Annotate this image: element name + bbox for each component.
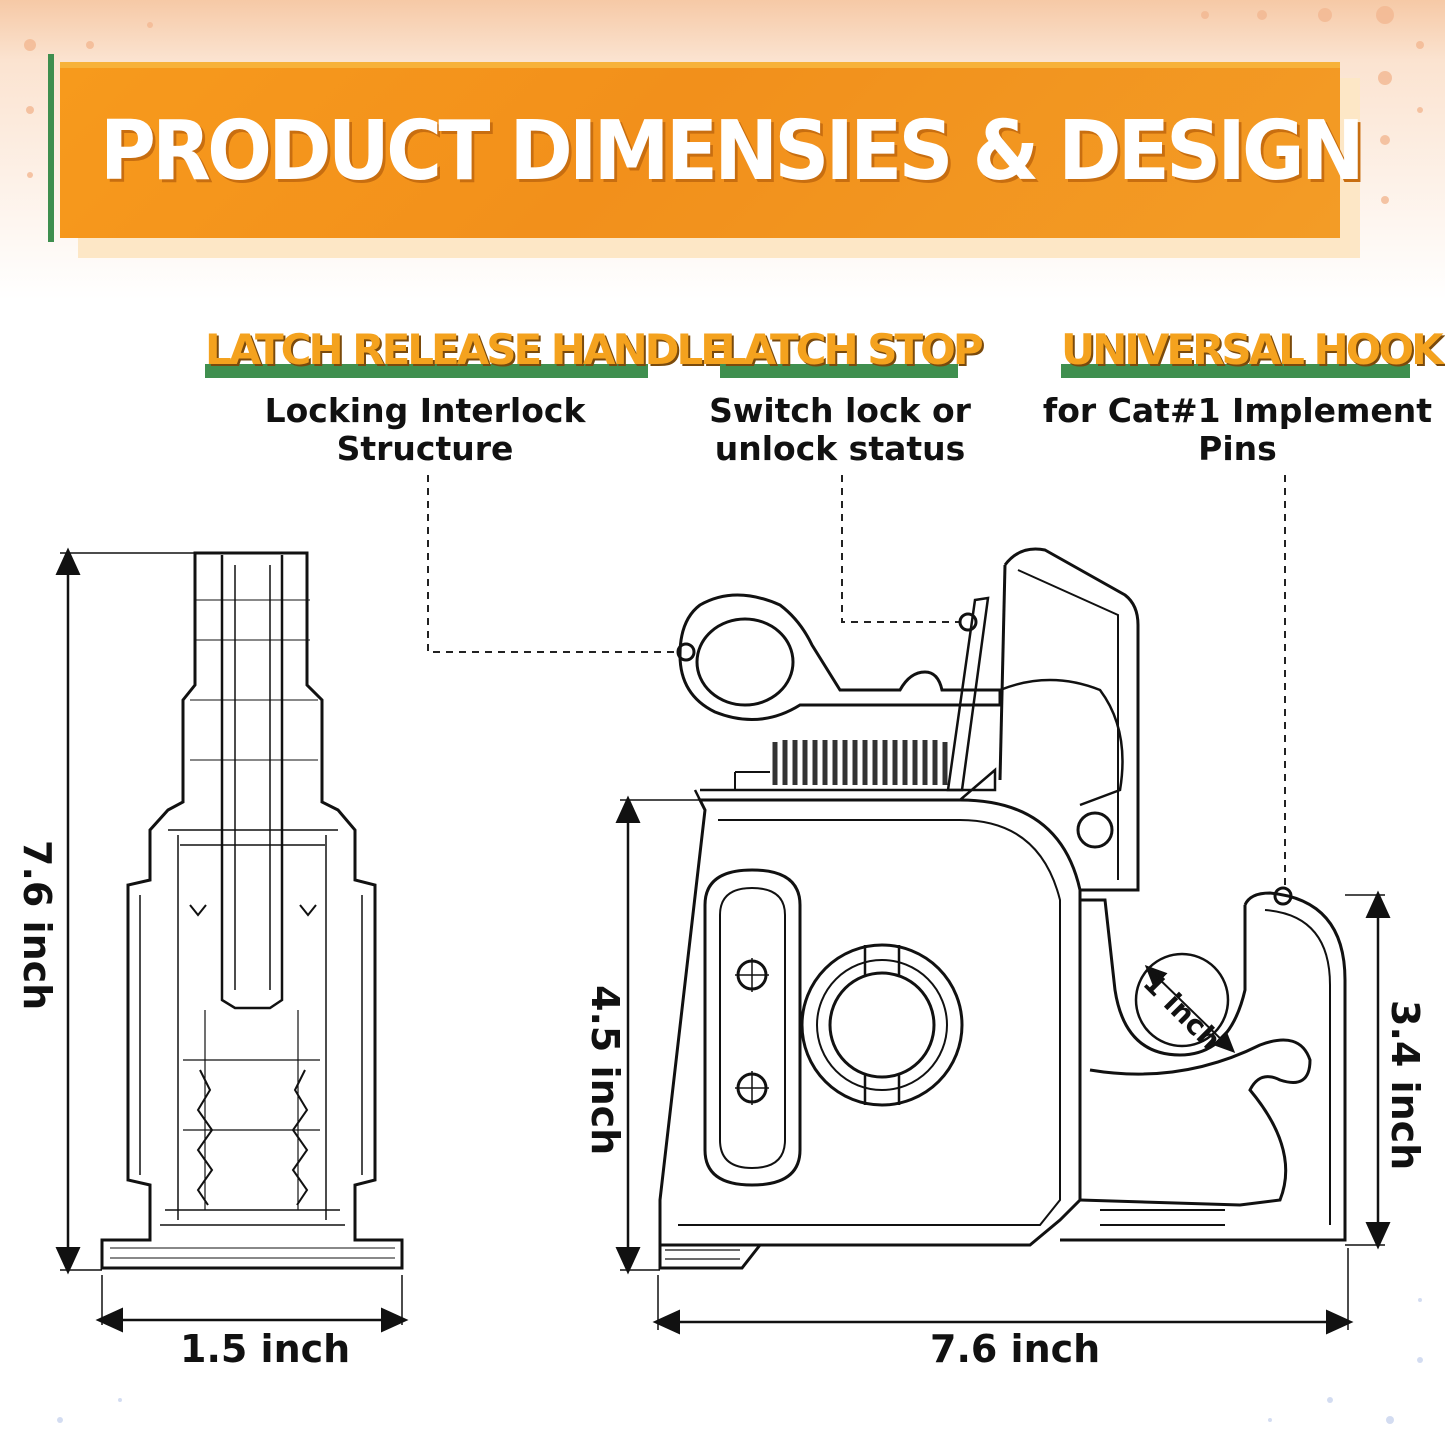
dimension-label-side-width: 1.5 inch [180, 1327, 351, 1371]
callout-dot-handle [676, 642, 696, 662]
dimension-label-front-body-height: 4.5 inch [583, 985, 627, 1156]
side-view-dimensions [55, 547, 409, 1333]
feature-desc-latch-stop: Switch lock or unlock status [709, 391, 971, 468]
leader-lines [427, 475, 1286, 895]
title-banner: PRODUCT DIMENSIES & DESIGN [48, 50, 1365, 260]
feature-title-universal-hook: UNIVERSAL HOOK [1061, 326, 1444, 378]
front-view-drawing [658, 547, 1347, 1270]
side-view-drawing [100, 551, 404, 1270]
banner-panel: PRODUCT DIMENSIES & DESIGN [60, 62, 1365, 238]
feature-desc-latch-release-handle: Locking Interlock Structure [264, 391, 586, 468]
title-underline-bar [1061, 364, 1410, 378]
banner-accent-bar [48, 54, 54, 242]
dimension-label-front-length: 7.6 inch [930, 1327, 1101, 1371]
dimension-label-hook-height: 3.4 inch [1383, 1000, 1427, 1171]
title-underline-bar [205, 364, 648, 378]
page-title: PRODUCT DIMENSIES & DESIGN [100, 104, 1365, 199]
feature-title-latch-release-handle: LATCH RELEASE HANDLE [205, 326, 729, 378]
title-underline-bar [720, 364, 958, 378]
feature-desc-universal-hook: for Cat#1 Implement Pins [1042, 391, 1433, 468]
feature-title-latch-stop: LATCH STOP [720, 326, 984, 378]
dimension-label-side-height: 7.6 inch [15, 840, 59, 1011]
front-view-dimensions [615, 795, 1391, 1335]
